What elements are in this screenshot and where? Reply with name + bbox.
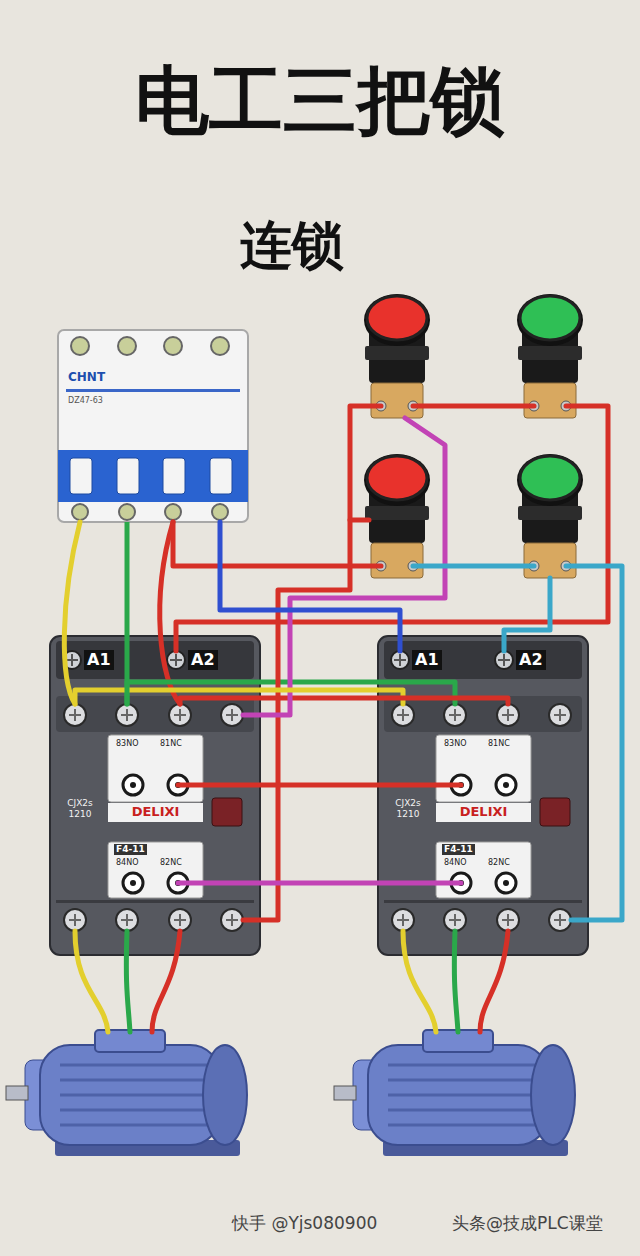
auxiliary-contact-block: F4-11 84NO 82NC [436, 842, 531, 898]
contact-label: 84NO [444, 858, 466, 868]
contact-label: 84NO [116, 858, 138, 868]
contactor: A1 A2DELIXI CJX2s 1210 83NO 81NC F4-11 84NO 82N… [50, 636, 260, 955]
power-wire [160, 522, 180, 704]
auxiliary-contact-block: F4-11 84NO 82NC [108, 842, 203, 898]
control-wire [566, 566, 622, 920]
diagram-title: 电工三把锁 [0, 56, 640, 145]
interlock-wire [436, 783, 461, 788]
stop-button [364, 294, 430, 418]
watermark: 头条@技成PLC课堂 [452, 1212, 603, 1234]
model-number: CJX2s 1210 [56, 798, 104, 820]
motor-wire [403, 931, 436, 1032]
coil-terminal-label: A2 [188, 650, 218, 670]
wire-connector [203, 881, 436, 886]
control-wire [220, 522, 400, 651]
motor [6, 1030, 247, 1156]
circuit-breaker-drawing [58, 330, 248, 522]
wire-connector [203, 783, 436, 788]
control-wire [350, 406, 381, 520]
module-label: F4-11 [114, 844, 147, 855]
model-number: CJX2s 1210 [384, 798, 432, 820]
wire-connector [125, 522, 130, 636]
circuit-breaker: CHNT DZ47-63 [58, 330, 248, 522]
contact-label: 82NC [488, 858, 510, 868]
control-wire [176, 406, 608, 651]
interlock-wire [178, 881, 203, 886]
motor-wire [480, 931, 508, 1032]
contactor: A1 A2DELIXI CJX2s 1210 83NO 81NC F4-11 84NO 82N… [378, 636, 588, 955]
coil-terminal-label: A1 [412, 650, 442, 670]
coil-terminal-label: A2 [516, 650, 546, 670]
contact-label: 83NO [444, 739, 466, 749]
watermark: 快手 @Yjs080900 [232, 1212, 377, 1234]
control-wire [504, 578, 550, 651]
interlock-wire [436, 881, 461, 886]
brand-name: DELIXI [108, 804, 203, 819]
motor-wire [454, 931, 458, 1032]
coil-terminal-label: A1 [84, 650, 114, 670]
subtitle: 连锁 [240, 214, 344, 276]
module-label: F4-11 [442, 844, 475, 855]
contact-label: 81NC [160, 739, 182, 749]
motor-wire [152, 931, 180, 1032]
control-wire [413, 564, 534, 569]
auxiliary-contact-block: 83NO 81NC [436, 735, 531, 802]
motor [334, 1030, 575, 1156]
wire-connector [260, 688, 378, 693]
motor-wire [126, 931, 130, 1032]
interlock-wire [178, 783, 203, 788]
contact-label: 82NC [160, 858, 182, 868]
control-wire [413, 404, 534, 409]
model-number: DZ47-63 [68, 396, 103, 406]
contact-label: 83NO [116, 739, 138, 749]
start-button [517, 454, 583, 578]
power-wire [180, 698, 508, 704]
contact-label: 81NC [488, 739, 510, 749]
power-wire [64, 522, 80, 704]
stop-button [364, 454, 430, 578]
brand-name: CHNT [68, 370, 105, 384]
start-button [517, 294, 583, 418]
brand-name: DELIXI [436, 804, 531, 819]
motor-wire [75, 931, 108, 1032]
auxiliary-contact-block: 83NO 81NC [108, 735, 203, 802]
control-wire [243, 520, 350, 920]
